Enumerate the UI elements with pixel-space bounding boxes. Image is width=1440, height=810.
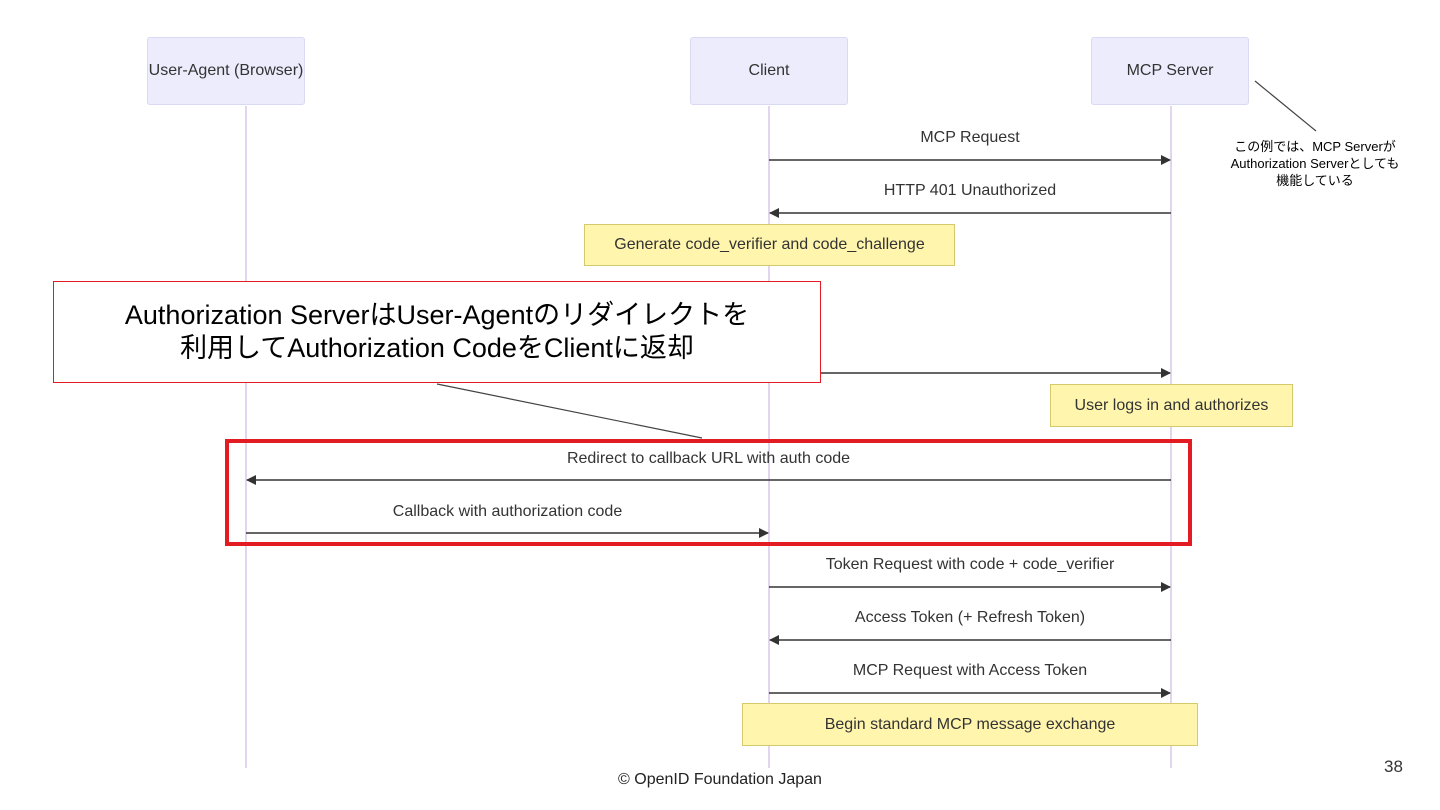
side-note: この例では、MCP Serverが Authorization Serverとし… xyxy=(1205,138,1425,189)
actor-client-label: Client xyxy=(748,62,790,79)
actor-mcp-server-label: MCP Server xyxy=(1126,62,1214,79)
note-user-logs-in-text: User logs in and authorizes xyxy=(1074,396,1269,414)
note-generate-verifier-text: Generate code_verifier and code_challeng… xyxy=(614,236,925,253)
note-begin-exchange: Begin standard MCP message exchange xyxy=(742,703,1198,746)
message-label: HTTP 401 Unauthorized xyxy=(883,182,1057,199)
page-number: 38 xyxy=(1384,757,1403,776)
message-label: Callback with authorization code xyxy=(392,503,623,520)
side-note-line-1: この例では、MCP Serverが xyxy=(1234,139,1396,154)
side-note-line-2: Authorization Serverとしても xyxy=(1230,156,1400,171)
callout-connector xyxy=(436,383,703,439)
callout-line-1: Authorization ServerはUser-Agentのリダイレクトを xyxy=(124,300,750,330)
actor-mcp-server: MCP Server xyxy=(1091,37,1249,105)
message-label: Redirect to callback URL with auth code xyxy=(566,450,851,467)
actor-user-agent: User-Agent (Browser) xyxy=(147,37,305,105)
side-note-line-3: 機能している xyxy=(1276,173,1354,188)
message-label: Access Token (+ Refresh Token) xyxy=(854,609,1086,626)
message-label: MCP Request xyxy=(920,129,1020,146)
side-note-connector xyxy=(1254,80,1317,132)
note-begin-exchange-text: Begin standard MCP message exchange xyxy=(824,715,1116,733)
footer-copyright: © OpenID Foundation Japan xyxy=(618,771,822,788)
callout-line-2: 利用してAuthorization CodeをClientに返却 xyxy=(180,333,694,363)
actor-client: Client xyxy=(690,37,848,105)
highlight-box xyxy=(225,439,1192,546)
callout-box: Authorization ServerはUser-Agentのリダイレクトを … xyxy=(53,281,821,383)
message-label: MCP Request with Access Token xyxy=(852,662,1088,679)
actor-user-agent-label: User-Agent (Browser) xyxy=(148,62,304,79)
message-label: Token Request with code + code_verifier xyxy=(825,556,1115,573)
note-user-logs-in: User logs in and authorizes xyxy=(1050,384,1293,427)
note-generate-verifier: Generate code_verifier and code_challeng… xyxy=(584,224,955,266)
